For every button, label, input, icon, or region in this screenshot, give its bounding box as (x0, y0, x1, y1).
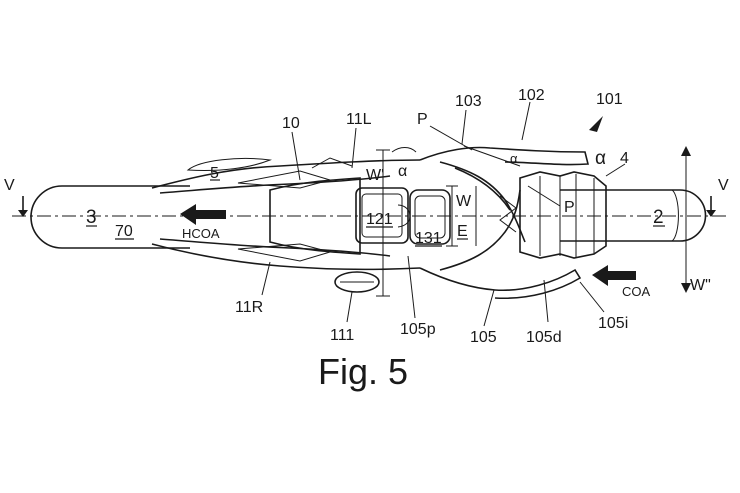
leader-P-lower (528, 186, 560, 206)
clamp-head (520, 172, 606, 258)
label-e: E (457, 223, 468, 240)
label-105p: 105p (400, 321, 436, 338)
label-105d: 105d (526, 329, 562, 346)
leader-P-top (430, 126, 472, 150)
label-v-right: V (718, 177, 729, 194)
leader-111 (347, 292, 352, 322)
dim-wdouble-arrow-top (681, 146, 691, 156)
label-11R: 11R (235, 299, 263, 316)
label-v-left: V (4, 177, 15, 194)
leader-103 (462, 110, 466, 144)
label-P-top: P (417, 111, 428, 128)
leader-105i (580, 282, 604, 312)
leader-105d (544, 280, 548, 322)
label-2: 2 (653, 207, 664, 228)
label-coa: COA (622, 284, 651, 299)
upper-crossing-link (440, 162, 525, 242)
leader-101-arrow (589, 116, 603, 132)
coa-arrow (592, 265, 636, 286)
lower-wishbone-105 (420, 268, 580, 298)
label-131: 131 (415, 230, 442, 247)
label-121: 121 (366, 211, 393, 228)
leader-102 (522, 102, 530, 140)
label-P-lower: P (564, 199, 575, 216)
label-105: 105 (470, 329, 497, 346)
label-3: 3 (86, 207, 97, 228)
label-alpha-mid: α (398, 163, 407, 180)
label-111: 111 (330, 327, 354, 344)
label-w: W (456, 193, 472, 210)
label-hcoa: HCOA (182, 226, 220, 241)
label-70: 70 (115, 223, 133, 240)
label-101: 101 (596, 91, 623, 108)
upper-arm-flap-5 (188, 158, 270, 170)
label-10: 10 (282, 115, 300, 132)
label-alpha-large: α (595, 148, 606, 169)
label-103: 103 (455, 93, 482, 110)
upper-wishbone-102 (420, 148, 588, 165)
hcoa-arrow (180, 204, 226, 225)
label-102: 102 (518, 87, 545, 104)
label-alpha-small: α (510, 151, 518, 166)
label-wprime: W' (366, 167, 384, 184)
label-11L: 11L (346, 111, 372, 128)
label-4: 4 (620, 150, 629, 167)
leader-105 (484, 290, 494, 326)
figure-caption: Fig. 5 (318, 351, 408, 392)
leader-105p (408, 256, 415, 318)
leader-11R (262, 262, 270, 295)
label-105i: 105i (598, 315, 628, 332)
label-wdouble: W" (690, 277, 711, 294)
